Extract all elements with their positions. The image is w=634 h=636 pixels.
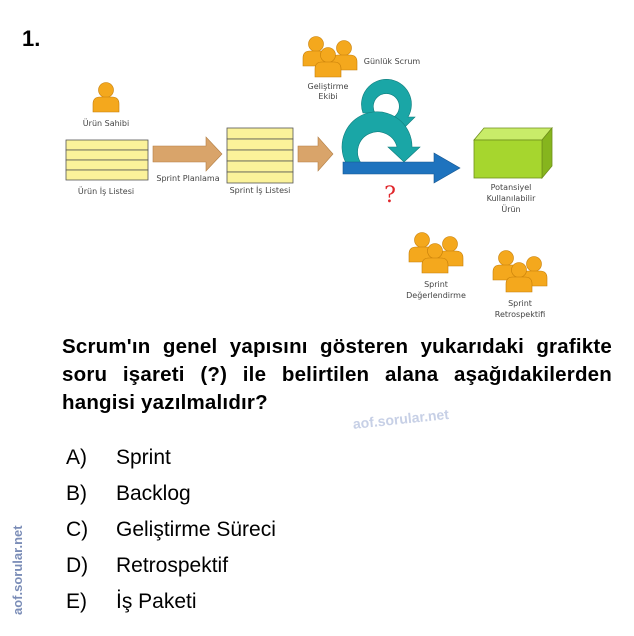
sprint-review-label-2: Değerlendirme xyxy=(406,291,466,300)
sprint-review-team-icon xyxy=(408,232,464,274)
development-team-label-2: Ekibi xyxy=(318,92,337,101)
sprint-review-label-1: Sprint xyxy=(424,280,448,289)
product-label-1: Potansiyel xyxy=(491,183,532,192)
product-backlog-label: Ürün İş Listesi xyxy=(78,186,134,196)
option-d[interactable]: D) Retrospektif xyxy=(66,548,276,584)
sprint-planning-arrow xyxy=(152,136,223,172)
question-number: 1. xyxy=(22,26,41,51)
question-mark: ? xyxy=(384,183,396,208)
product-owner-label: Ürün Sahibi xyxy=(83,118,129,128)
scrum-diagram: Ürün Sahibi Ürün İş Listesi Sprint Planl… xyxy=(65,36,553,319)
option-e-text: İş Paketi xyxy=(116,590,197,613)
sprint-backlog-label: Sprint İş Listesi xyxy=(230,185,291,195)
sprint-cycle-arrow xyxy=(341,111,421,164)
product-label-2: Kullanılabilir xyxy=(487,194,536,203)
option-c-text: Geliştirme Süreci xyxy=(116,518,276,541)
product-cube-icon xyxy=(473,126,553,180)
sprint-planning-label: Sprint Planlama xyxy=(156,174,219,183)
watermark-side: aof.sorular.net xyxy=(10,525,25,615)
product-owner-icon xyxy=(92,82,120,113)
sprint-retrospective-label-2: Retrospektifi xyxy=(495,310,545,319)
option-b-letter: B) xyxy=(66,482,87,505)
option-c[interactable]: C) Geliştirme Süreci xyxy=(66,512,276,548)
sprint-backlog-stack xyxy=(226,127,294,184)
development-team-label-1: Geliştirme xyxy=(308,82,349,91)
product-label-3: Ürün xyxy=(501,204,520,214)
product-backlog-stack xyxy=(65,139,149,181)
sprint-retrospective-team-icon xyxy=(492,250,548,293)
option-a-text: Sprint xyxy=(116,446,171,469)
answer-options: A) Sprint B) Backlog C) Geliştirme Sürec… xyxy=(66,440,276,620)
option-d-letter: D) xyxy=(66,554,89,577)
flow-arrow xyxy=(297,136,334,172)
option-d-text: Retrospektif xyxy=(116,554,229,577)
option-b[interactable]: B) Backlog xyxy=(66,476,276,512)
option-b-text: Backlog xyxy=(116,482,191,505)
sprint-retrospective-label-1: Sprint xyxy=(508,299,532,308)
question-text: Scrum'ın genel yapısını gösteren yukarıd… xyxy=(62,335,612,414)
development-team-icon xyxy=(302,36,358,78)
option-e-letter: E) xyxy=(66,590,87,613)
option-e[interactable]: E) İş Paketi xyxy=(66,584,276,620)
option-a-letter: A) xyxy=(66,446,87,469)
option-a[interactable]: A) Sprint xyxy=(66,440,276,476)
daily-scrum-label: Günlük Scrum xyxy=(364,57,421,66)
daily-scrum-cycle-arrow xyxy=(361,79,416,133)
sprint-arrow xyxy=(342,152,461,184)
option-c-letter: C) xyxy=(66,518,89,541)
